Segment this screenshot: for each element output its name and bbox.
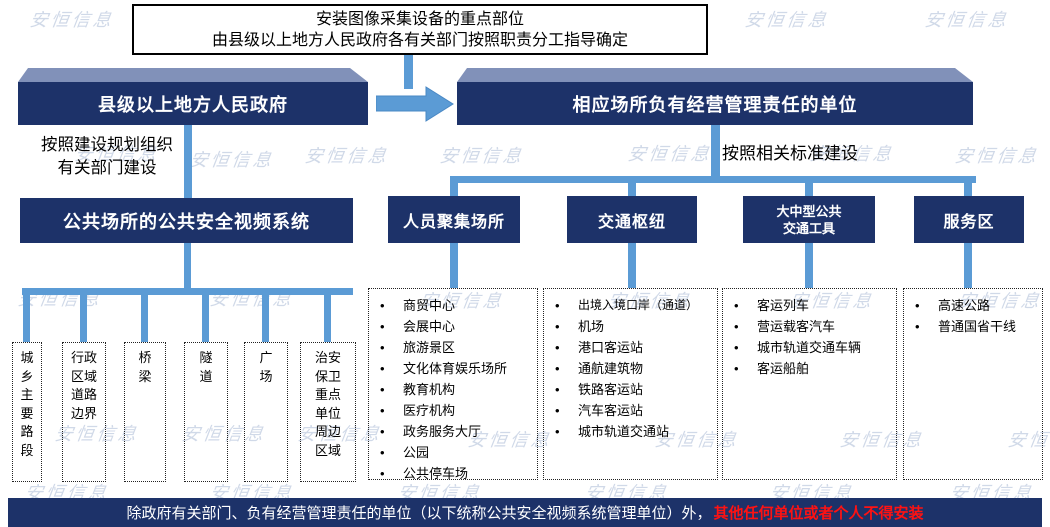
connector-topnote-down bbox=[404, 51, 413, 89]
list-box-transport-hubs: 出境入境口岸（通道） 机场 港口客运站 通航建筑物 铁路客运站 汽车客运站 城市… bbox=[543, 288, 718, 480]
watermark-text: 安恒信息 bbox=[28, 10, 116, 31]
connector-left-drop-5 bbox=[262, 293, 269, 342]
location-box-1: 城 乡 主 要 路 段 bbox=[12, 342, 42, 482]
connector-left-drop-3 bbox=[141, 293, 148, 342]
list-item: 公共停车场 bbox=[369, 463, 535, 484]
location-box-3: 桥 梁 bbox=[124, 342, 166, 482]
category-box-3: 大中型公共 交通工具 bbox=[743, 196, 875, 243]
list-item: 高速公路 bbox=[904, 295, 1040, 316]
category-box-4: 服务区 bbox=[914, 196, 1024, 243]
footer-highlight-text: 其他任何单位或者个人不得安装 bbox=[713, 505, 924, 522]
list-item: 机场 bbox=[544, 316, 715, 337]
list-item: 会展中心 bbox=[369, 316, 535, 337]
unit-box: 相应场所负有经营管理责任的单位 bbox=[457, 68, 973, 125]
connector-left-drop-6 bbox=[324, 293, 331, 342]
list-item: 客运船舶 bbox=[723, 358, 894, 379]
location-box-6: 治安 保卫 重点 单位 周边 区域 bbox=[300, 342, 356, 482]
watermark-text: 安恒信息 bbox=[303, 146, 391, 167]
footer-text: 除政府有关部门、负有经营管理责任的单位（以下统称公共安全视频系统管理单位）外， bbox=[126, 505, 712, 522]
connector-cat2-list bbox=[628, 243, 636, 288]
location-box-4: 隧 道 bbox=[184, 342, 228, 482]
connector-system-root bbox=[184, 243, 191, 291]
list-item: 客运列车 bbox=[723, 295, 894, 316]
list-item: 营运载客汽车 bbox=[723, 316, 894, 337]
location-box-5: 广 场 bbox=[244, 342, 288, 482]
watermark-text: 安恒信息 bbox=[743, 10, 831, 31]
watermark-text: 安恒信息 bbox=[438, 146, 526, 167]
government-box: 县级以上地方人民政府 bbox=[18, 68, 368, 125]
unit-box-label: 相应场所负有经营管理责任的单位 bbox=[457, 82, 973, 125]
connector-left-hbar bbox=[22, 288, 353, 295]
connector-right-drop-2 bbox=[628, 181, 636, 196]
connector-left-drop-1 bbox=[23, 293, 30, 342]
list-item: 文化体育娱乐场所 bbox=[369, 358, 535, 379]
list-item: 汽车客运站 bbox=[544, 400, 715, 421]
list-item: 教育机构 bbox=[369, 379, 535, 400]
list-gathering-places: 商贸中心 会展中心 旅游景区 文化体育娱乐场所 教育机构 医疗机构 政务服务大厅… bbox=[369, 295, 535, 484]
connector-right-hbar bbox=[450, 176, 976, 183]
list-item: 普通国省干线 bbox=[904, 316, 1040, 337]
list-item: 商贸中心 bbox=[369, 295, 535, 316]
connector-unit-down bbox=[711, 125, 720, 176]
connector-left-drop-2 bbox=[80, 293, 87, 342]
connector-cat1-list bbox=[450, 243, 458, 288]
location-box-2: 行政 区域 道路 边界 bbox=[62, 342, 106, 482]
unit-box-bevel bbox=[457, 68, 973, 82]
list-item: 铁路客运站 bbox=[544, 379, 715, 400]
list-box-gathering-places: 商贸中心 会展中心 旅游景区 文化体育娱乐场所 教育机构 医疗机构 政务服务大厅… bbox=[368, 288, 538, 484]
list-transport-hubs: 出境入境口岸（通道） 机场 港口客运站 通航建筑物 铁路客运站 汽车客运站 城市… bbox=[544, 295, 715, 442]
connector-gov-to-system bbox=[184, 125, 192, 199]
list-item: 医疗机构 bbox=[369, 400, 535, 421]
list-item: 港口客运站 bbox=[544, 337, 715, 358]
watermark-text: 安恒信息 bbox=[923, 10, 1011, 31]
list-item: 公园 bbox=[369, 442, 535, 463]
connector-cat3-list bbox=[805, 243, 813, 288]
list-service-areas: 高速公路 普通国省干线 bbox=[904, 295, 1040, 337]
connector-right-drop-4 bbox=[964, 181, 972, 196]
left-branch-note: 按照建设规划组织 有关部门建设 bbox=[41, 136, 173, 177]
footer-bar: 除政府有关部门、负有经营管理责任的单位（以下统称公共安全视频系统管理单位）外， … bbox=[8, 498, 1042, 527]
list-item: 通航建筑物 bbox=[544, 358, 715, 379]
list-box-service-areas: 高速公路 普通国省干线 bbox=[903, 288, 1043, 480]
list-item: 出境入境口岸（通道） bbox=[544, 295, 715, 316]
right-branch-note: 按照相关标准建设 bbox=[722, 144, 858, 163]
list-item: 政务服务大厅 bbox=[369, 421, 535, 442]
watermark-text: 安恒信息 bbox=[953, 146, 1041, 167]
list-item: 城市轨道交通站 bbox=[544, 421, 715, 442]
list-box-public-transport: 客运列车 营运载客汽车 城市轨道交通车辆 客运船舶 bbox=[722, 288, 897, 480]
list-item: 城市轨道交通车辆 bbox=[723, 337, 894, 358]
connector-right-drop-3 bbox=[805, 181, 813, 196]
list-public-transport: 客运列车 营运载客汽车 城市轨道交通车辆 客运船舶 bbox=[723, 295, 894, 379]
top-note-box: 安装图像采集设备的重点部位 由县级以上地方人民政府各有关部门按照职责分工指导确定 bbox=[132, 4, 708, 55]
watermark-text: 安恒信息 bbox=[188, 150, 276, 171]
category-box-1: 人员聚集场所 bbox=[388, 196, 520, 243]
connector-left-drop-4 bbox=[202, 293, 209, 342]
watermark-text: 安恒信息 bbox=[626, 144, 714, 165]
top-note-line2: 由县级以上地方人民政府各有关部门按照职责分工指导确定 bbox=[211, 31, 628, 49]
system-box-label: 公共场所的公共安全视频系统 bbox=[20, 198, 353, 243]
list-item: 旅游景区 bbox=[369, 337, 535, 358]
government-box-label: 县级以上地方人民政府 bbox=[18, 82, 368, 125]
top-note-line1: 安装图像采集设备的重点部位 bbox=[315, 10, 524, 28]
connector-right-drop-1 bbox=[450, 181, 458, 196]
category-box-2: 交通枢纽 bbox=[567, 196, 697, 243]
connector-cat4-list bbox=[964, 243, 972, 288]
government-box-bevel bbox=[18, 68, 368, 82]
right-arrow-icon bbox=[375, 86, 454, 122]
